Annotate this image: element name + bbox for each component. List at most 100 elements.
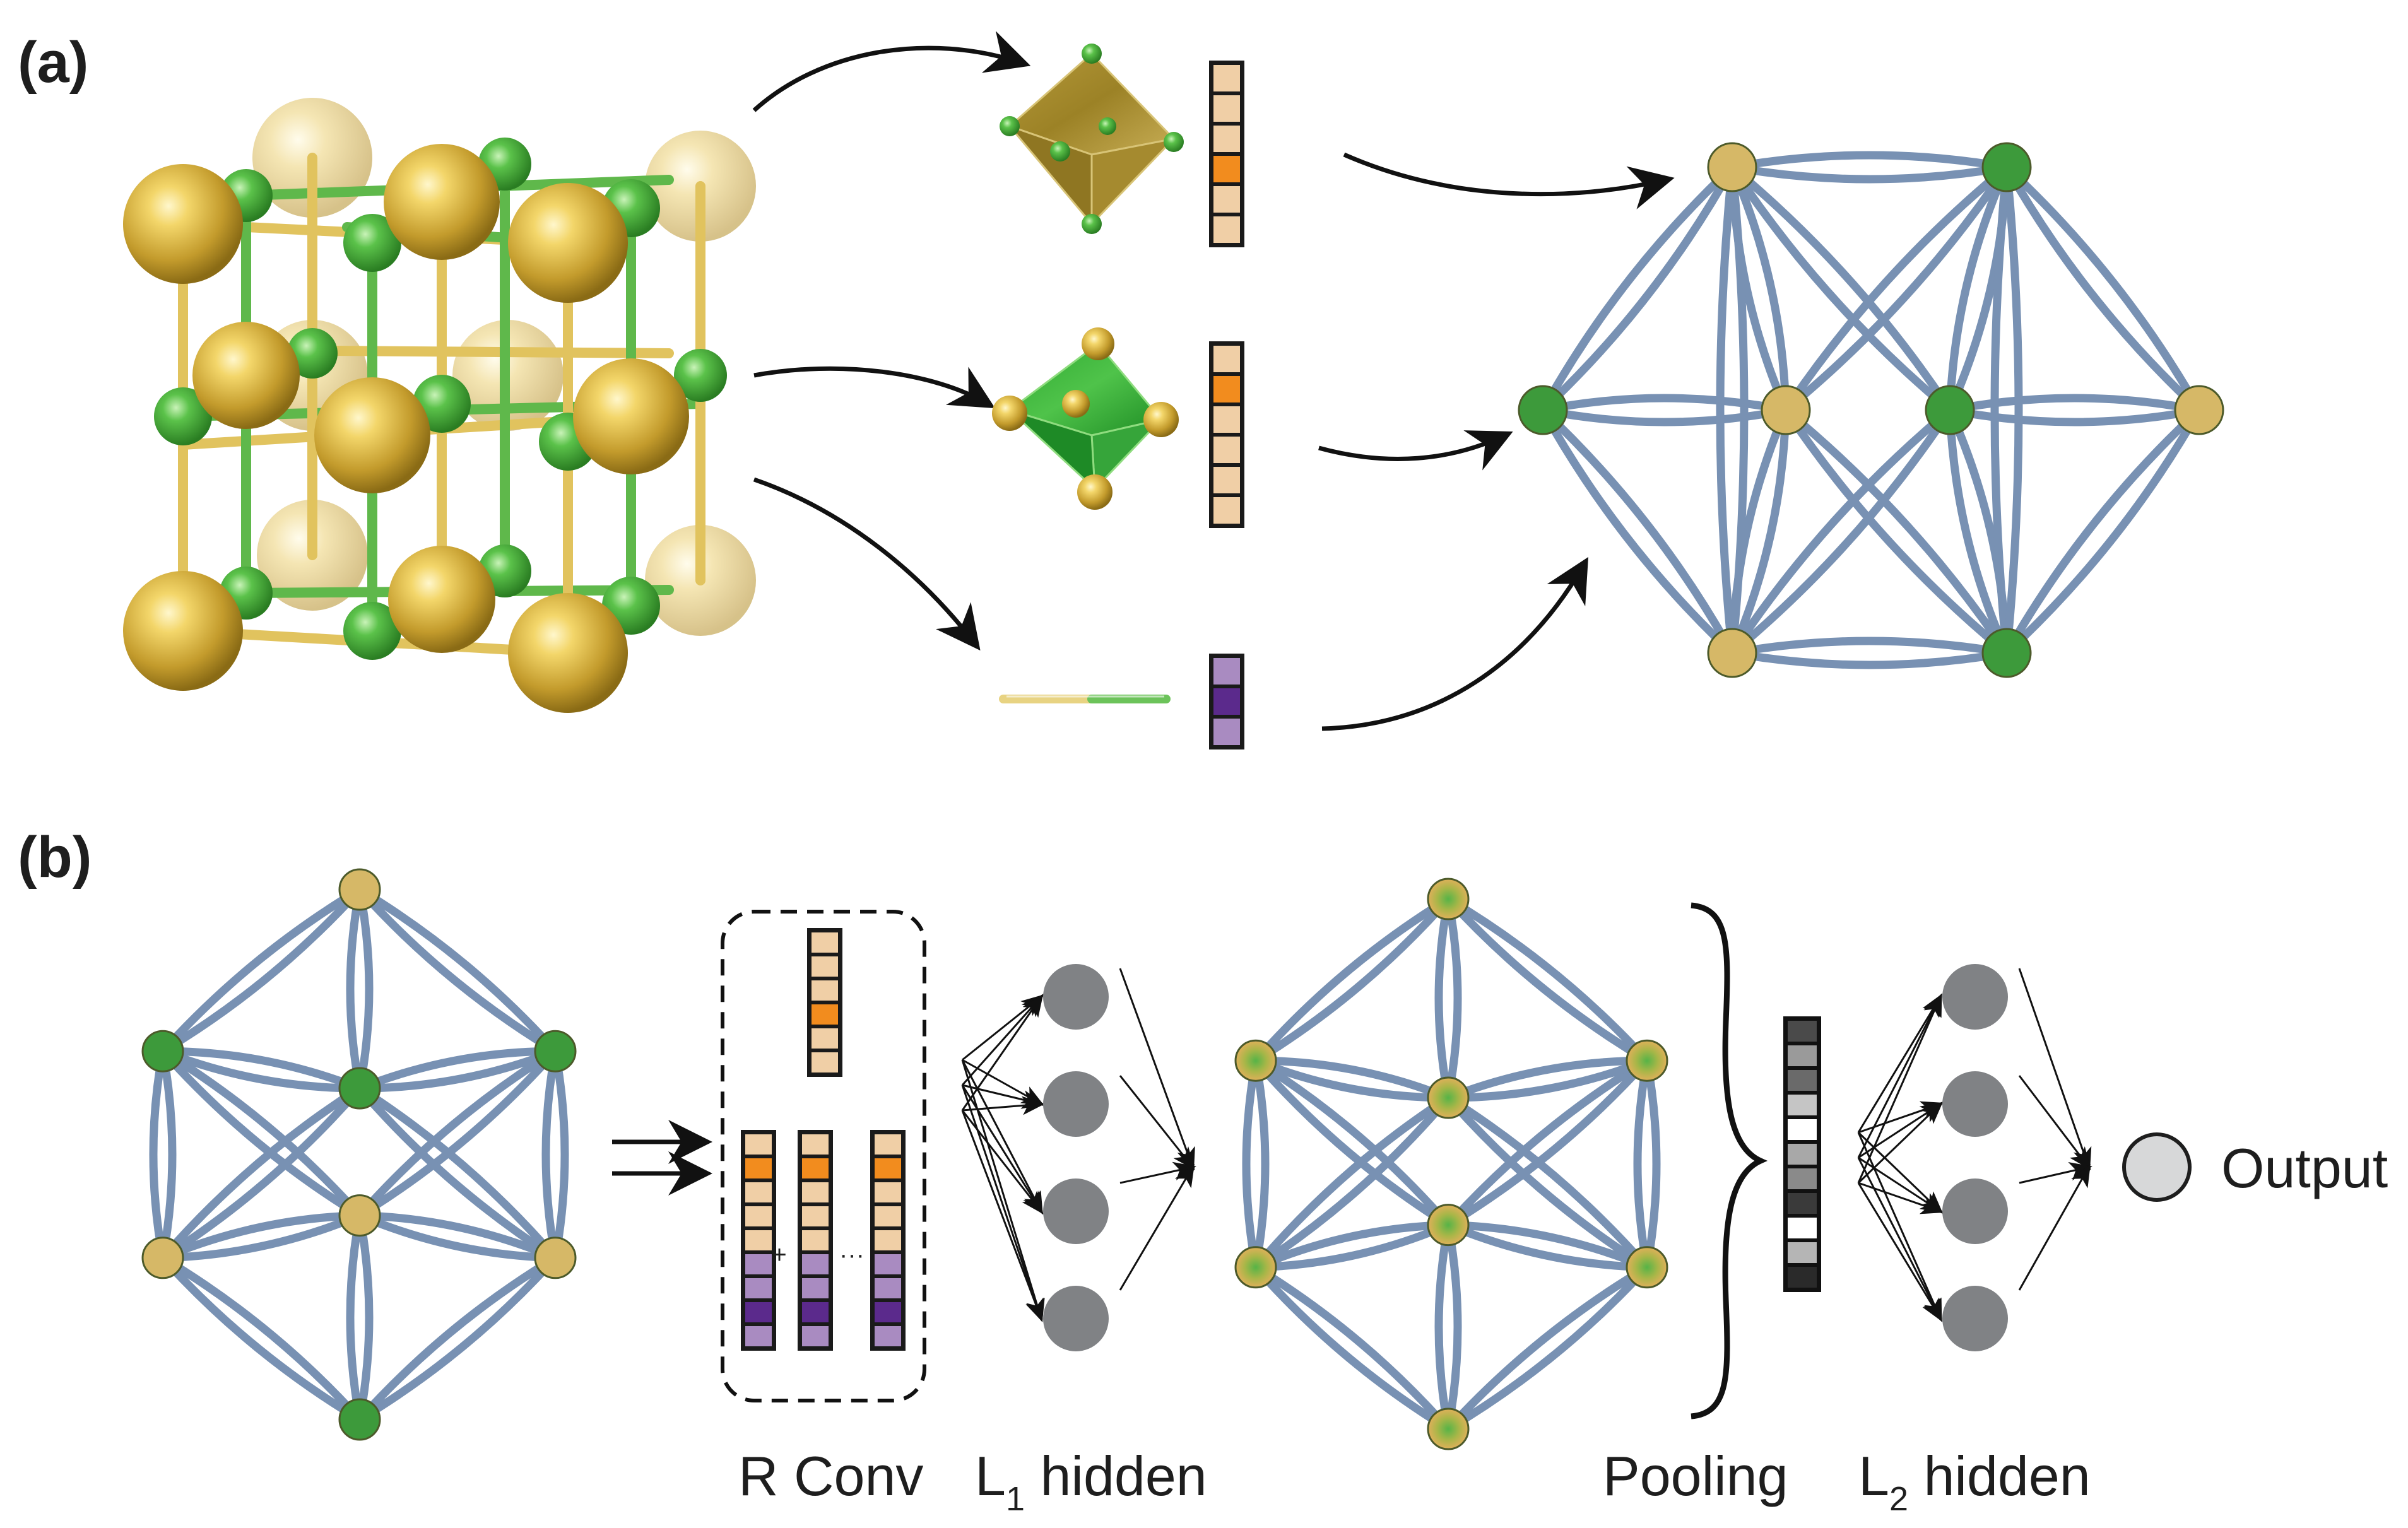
graph-edge xyxy=(1253,1264,1451,1432)
green-octahedron-site xyxy=(992,327,1179,510)
arrow-crystal-to-bond xyxy=(753,477,981,651)
graph-edge xyxy=(1540,165,1736,413)
vector-cell xyxy=(745,1182,772,1202)
arrow-bond-to-graph xyxy=(1321,556,1589,731)
feature-vector-gold-site xyxy=(1209,61,1244,247)
graph-node xyxy=(534,1237,577,1279)
graph-edge xyxy=(1731,649,2008,669)
vector-cell xyxy=(875,1182,901,1202)
arrow-crystal-to-gold-octahedron xyxy=(752,31,1031,112)
panel-b-label: (b) xyxy=(18,825,91,890)
vector-cell xyxy=(812,980,838,1001)
graph-edge xyxy=(1542,394,1787,414)
vector-cell xyxy=(1213,186,1240,213)
vector-cell xyxy=(802,1158,829,1178)
graph-edge xyxy=(1444,898,1462,1099)
graph-edge xyxy=(1446,1221,1648,1272)
graph-node xyxy=(1427,1408,1470,1450)
graph-edge xyxy=(357,1085,558,1262)
graph-edge xyxy=(1782,163,2010,413)
graph-edge xyxy=(1448,1221,1649,1271)
graph-edge xyxy=(1990,167,2011,654)
panel-a-label: (a) xyxy=(18,30,88,95)
vector-cell xyxy=(1213,497,1240,524)
vector-cell xyxy=(1213,156,1240,182)
graph-edge xyxy=(1253,1057,1451,1228)
vector-cell xyxy=(1213,719,1240,745)
vector-cell xyxy=(745,1278,772,1298)
graph-edge xyxy=(1253,1057,1451,1229)
rocksalt-crystal-structure xyxy=(123,98,756,713)
plus-sign: + xyxy=(772,1241,786,1269)
vector-cell xyxy=(812,932,838,953)
vector-cell xyxy=(1788,1242,1817,1263)
graph-edge xyxy=(358,1211,556,1262)
network-connection xyxy=(1858,1182,1944,1214)
graph-node xyxy=(338,1398,381,1441)
graph-edge xyxy=(1539,164,1735,413)
graph-edge xyxy=(357,886,558,1054)
r-conv-label: R Conv xyxy=(738,1445,923,1507)
network-connection xyxy=(961,1059,1043,1215)
vector-cell xyxy=(875,1230,901,1250)
graph-edge xyxy=(1731,151,2008,172)
graph-edge xyxy=(346,1214,364,1421)
graph-node-gold xyxy=(1761,385,1811,435)
graph-edge xyxy=(1445,1095,1650,1271)
graph-edge xyxy=(357,1255,558,1423)
vector-cell xyxy=(812,1004,838,1025)
graph-node xyxy=(1427,1076,1470,1119)
arrow-green-site-to-graph xyxy=(1318,430,1513,471)
vector-cell xyxy=(745,1254,772,1274)
vector-frame xyxy=(1209,61,1244,247)
feature-vector-bond xyxy=(1209,654,1244,749)
graph-edge xyxy=(541,1050,560,1259)
vector-cell xyxy=(1788,1119,1817,1140)
graph-edge xyxy=(1445,896,1650,1064)
vector-cell xyxy=(802,1134,829,1155)
network-connection xyxy=(2018,1075,2091,1170)
graph-edge xyxy=(1539,408,1735,656)
network-connection xyxy=(1858,1101,1944,1134)
graph-edge xyxy=(1728,167,1749,654)
vector-cell xyxy=(1213,346,1240,372)
vector-cell xyxy=(1788,1218,1817,1238)
graph-edge xyxy=(161,1211,360,1262)
network-connection xyxy=(1857,1101,1944,1184)
graph-edge xyxy=(160,1048,362,1219)
vector-cell xyxy=(1788,1168,1817,1189)
pooling-brace xyxy=(1691,902,1768,1419)
graph-edge xyxy=(2003,407,2202,655)
network-connection xyxy=(962,1096,1045,1115)
graph-edge xyxy=(1253,895,1451,1064)
graph-node xyxy=(141,1237,184,1279)
network-connection xyxy=(2018,968,2092,1171)
conv-center-vector xyxy=(807,928,842,1077)
graph-edge xyxy=(2004,408,2203,656)
vector-cell xyxy=(1213,437,1240,463)
vector-cell xyxy=(875,1134,901,1155)
graph-node xyxy=(1234,1246,1277,1289)
vector-cell xyxy=(745,1206,772,1226)
graph-edge xyxy=(1540,407,1736,655)
feature-vector-green-site xyxy=(1209,341,1244,528)
graph-edge xyxy=(1251,1060,1270,1268)
vector-frame xyxy=(807,928,842,1077)
graph-edge xyxy=(161,1047,360,1093)
vector-cell xyxy=(1213,216,1240,243)
graph-node-gold xyxy=(1707,628,1757,678)
vector-cell xyxy=(1213,376,1240,403)
graph-edge xyxy=(357,1048,558,1219)
network-connection xyxy=(2018,1163,2091,1291)
vector-cell xyxy=(802,1254,829,1274)
arrow-gold-site-to-graph xyxy=(1343,152,1675,209)
graph-edge xyxy=(1255,1056,1450,1102)
graph-edge xyxy=(2003,165,2202,413)
graph-node xyxy=(1427,878,1470,920)
graph-node-gold xyxy=(1707,142,1757,192)
graph-edge xyxy=(1446,1056,1648,1102)
graph-edge xyxy=(1434,898,1453,1099)
graph-edge xyxy=(1253,1264,1451,1433)
pooled-feature-vector xyxy=(1783,1016,1821,1292)
